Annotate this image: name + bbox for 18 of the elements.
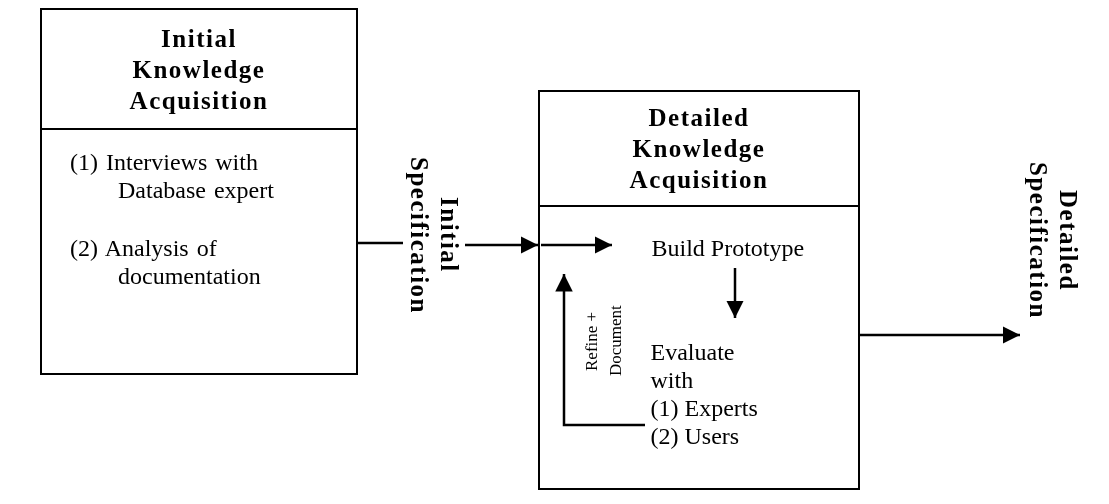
box-heading: Detailed Knowledge Acquisition	[628, 103, 770, 195]
process-box	[538, 90, 860, 490]
arrow	[726, 268, 744, 318]
connector-line	[358, 241, 403, 245]
step-text: Evaluate with	[650, 337, 736, 394]
step-text: (1) Experts	[650, 393, 759, 422]
list-item: (2) Analysis of documentation	[70, 234, 262, 290]
list-item: (1) Interviews with Database expert	[70, 148, 275, 204]
flow-label: Detailed Specification	[1024, 160, 1083, 321]
step-text: (2) Users	[650, 421, 741, 450]
flow-label: Initial Specification	[405, 155, 464, 316]
arrow	[860, 326, 1020, 344]
arrow	[465, 236, 538, 254]
box-heading: Initial Knowledge Acquisition	[128, 23, 270, 116]
arrow	[555, 274, 645, 427]
arrow	[541, 236, 612, 254]
step-text: Build Prototype	[651, 233, 806, 262]
process-box	[40, 8, 358, 375]
